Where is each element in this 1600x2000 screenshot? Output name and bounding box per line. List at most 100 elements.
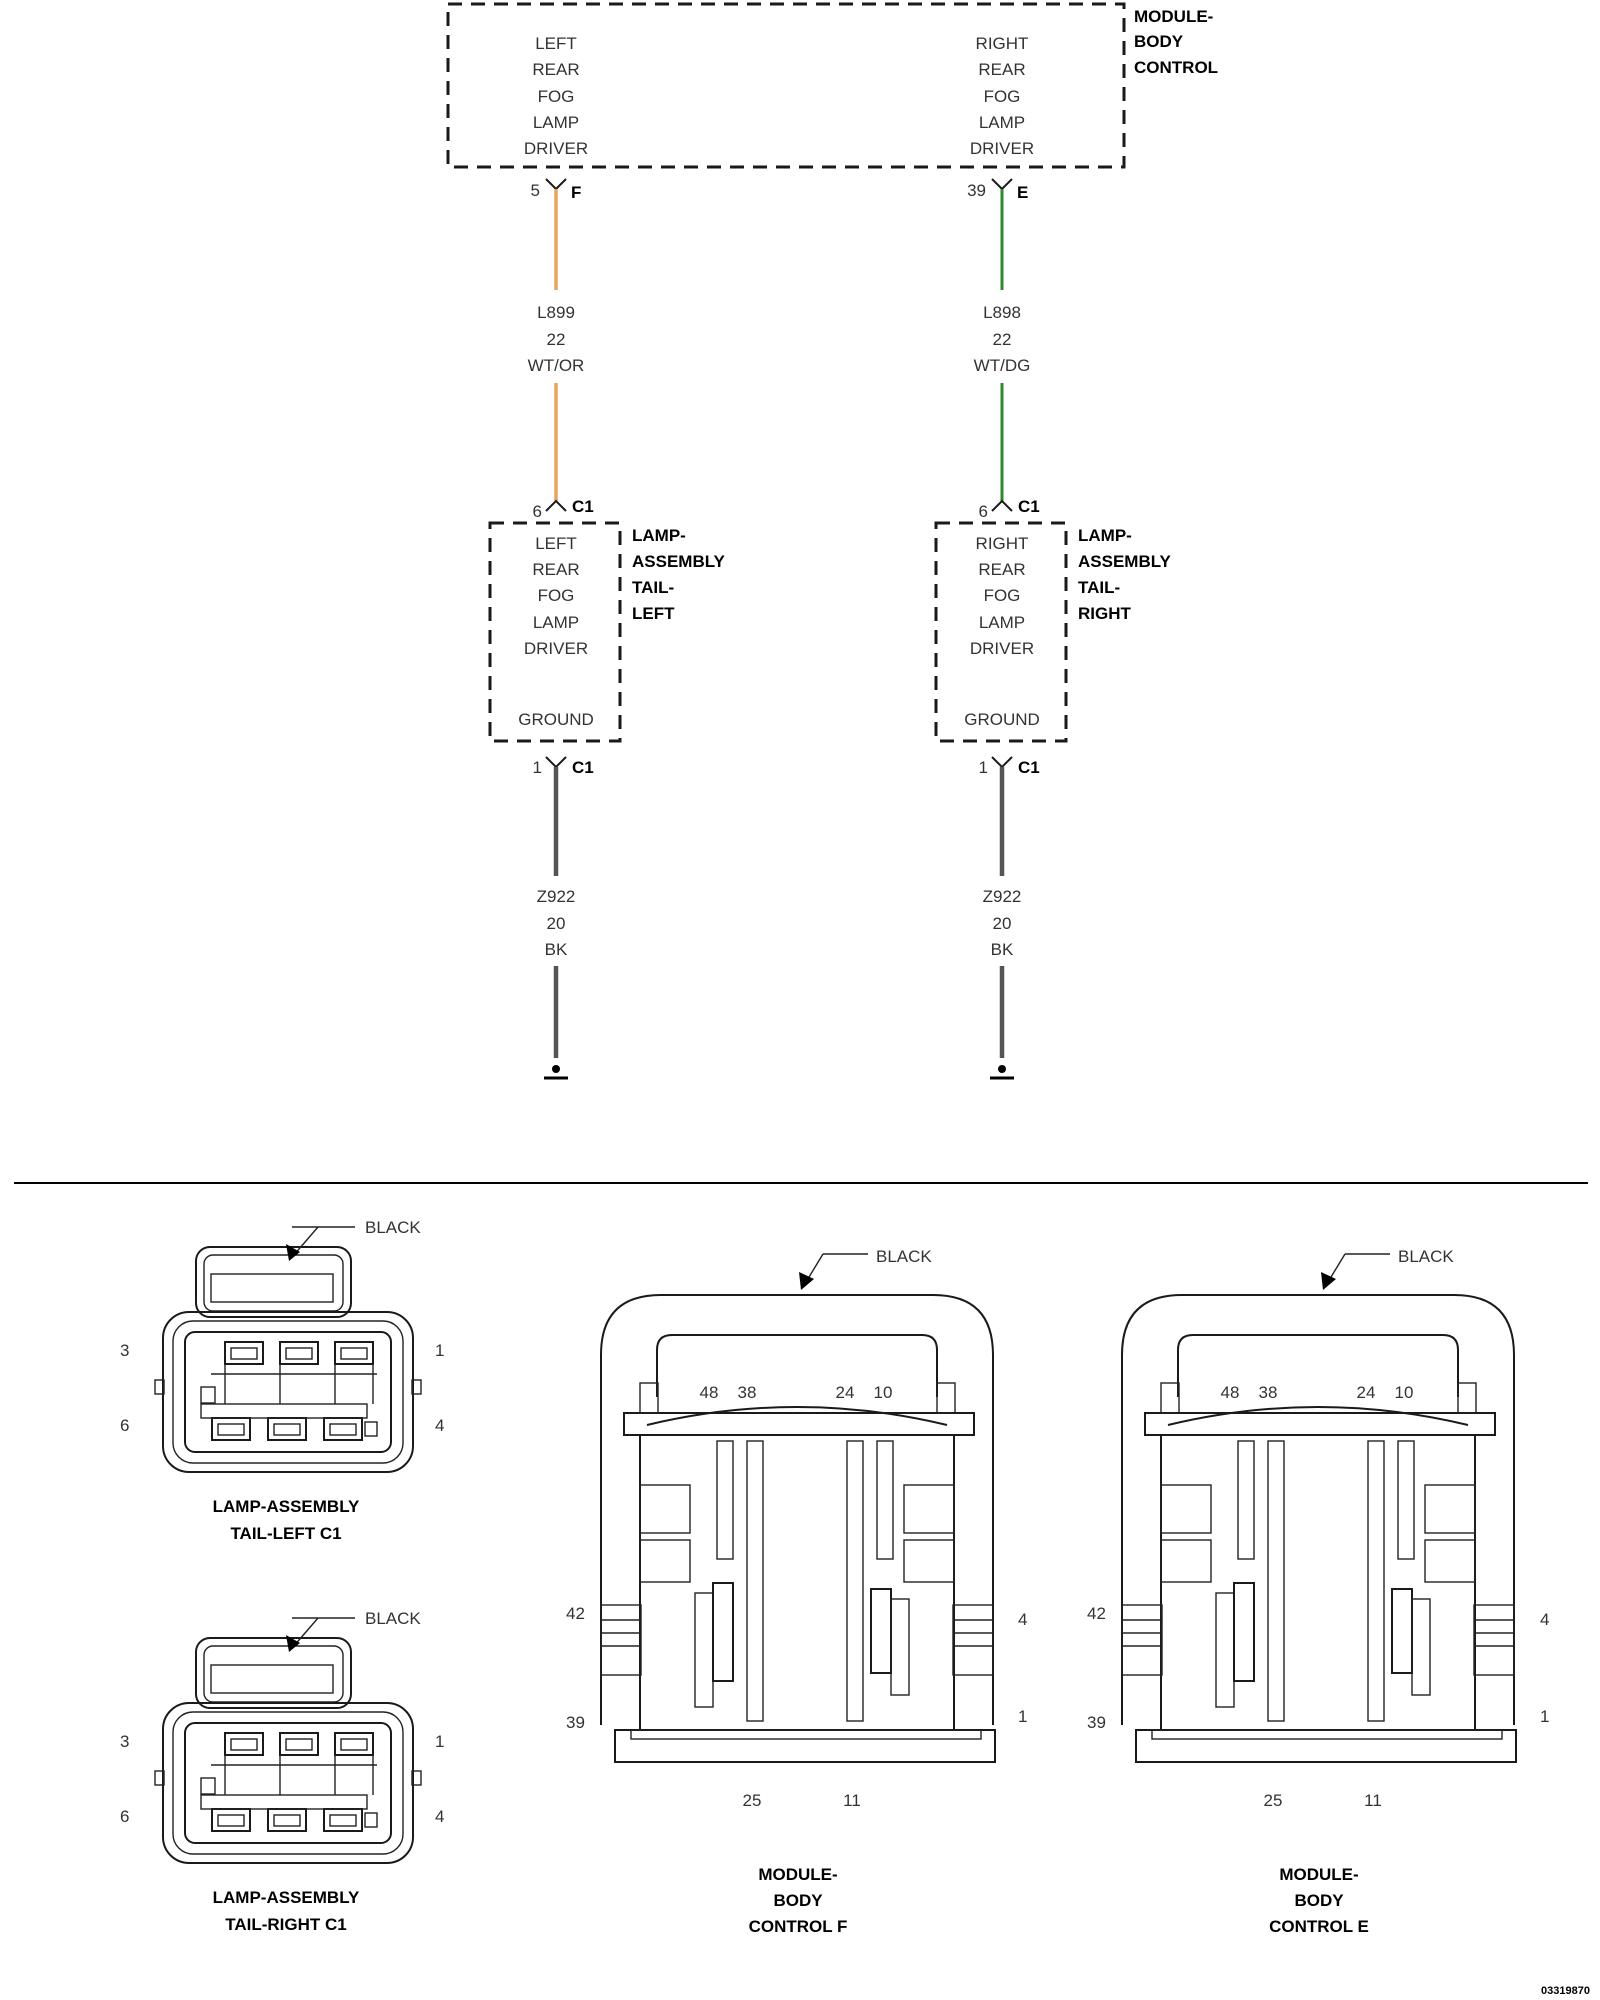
bcm-e-pin-4: 4	[1540, 1610, 1549, 1629]
lamp-right-fn-3: FOG	[984, 586, 1021, 605]
lamp-right-ground: GROUND	[964, 710, 1040, 729]
bcm-e-pin-42: 42	[1087, 1604, 1106, 1623]
lamp-left-outline	[488, 521, 622, 743]
lamp-left-fn-3: FOG	[538, 586, 575, 605]
left-lamp-in-pin: 6	[533, 502, 542, 521]
wire-z922-left-circuit: Z922	[537, 887, 576, 906]
right-feed-connector: E	[1017, 183, 1028, 202]
bcm-right-fn-4: LAMP	[979, 113, 1025, 132]
tail-right-pin-1: 1	[435, 1732, 444, 1751]
left-feed-pin: 5	[531, 181, 540, 200]
bcm-e-pin-24: 24	[1357, 1383, 1376, 1402]
ground-symbol-right	[990, 1065, 1014, 1080]
tail-left-caption-1: LAMP-ASSEMBLY	[213, 1497, 360, 1516]
lamp-right-name-3: TAIL-	[1078, 578, 1120, 597]
bcm-f-caption-3: CONTROL F	[749, 1917, 848, 1936]
right-feed-pin: 39	[967, 181, 986, 200]
tail-right-color-label: BLACK	[365, 1609, 421, 1628]
bcm-e-color-label: BLACK	[1398, 1247, 1454, 1266]
lamp-left-fn-2: REAR	[532, 560, 579, 579]
figure-id: 03319870	[1541, 1985, 1590, 1997]
bcm-e-pin-10: 10	[1395, 1383, 1414, 1402]
bcm-f-caption-1: MODULE-	[758, 1865, 837, 1884]
bcm-right-fn-1: RIGHT	[976, 34, 1029, 53]
bcm-e-pin-25: 25	[1264, 1791, 1283, 1810]
tail-left-color-label: BLACK	[365, 1218, 421, 1237]
wire-l899-gauge: 22	[547, 330, 566, 349]
left-ground-connector: C1	[572, 758, 594, 777]
wire-z922-right-gauge: 20	[993, 914, 1012, 933]
tail-left-caption-2: TAIL-LEFT C1	[230, 1524, 341, 1543]
lamp-left-fn-4: LAMP	[533, 613, 579, 632]
tail-right-pin-3: 3	[120, 1732, 129, 1751]
bcm-name-1: MODULE-	[1134, 7, 1213, 26]
bcm-e-pin-1: 1	[1540, 1707, 1549, 1726]
wire-l899-circuit: L899	[537, 303, 575, 322]
lamp-right-fn-4: LAMP	[979, 613, 1025, 632]
bcm-f-pin-24: 24	[836, 1383, 855, 1402]
left-lamp-in-pin-symbol	[545, 499, 567, 512]
bcm-f-pin-11: 11	[843, 1791, 861, 1810]
bcm-left-fn-4: LAMP	[533, 113, 579, 132]
bcm-f-pin-10: 10	[874, 1383, 893, 1402]
bcm-e-pin-11: 11	[1364, 1791, 1382, 1810]
bcm-e-pin-38: 38	[1259, 1383, 1278, 1402]
bcm-f-pin-48: 48	[700, 1383, 719, 1402]
right-ground-connector: C1	[1018, 758, 1040, 777]
ground-symbol-left	[544, 1065, 568, 1080]
lamp-right-name-4: RIGHT	[1078, 604, 1132, 623]
tail-left-pin-6: 6	[120, 1416, 129, 1435]
lamp-right-fn-2: REAR	[978, 560, 1025, 579]
lamp-right-name-2: ASSEMBLY	[1078, 552, 1172, 571]
bcm-e-caption-2: BODY	[1294, 1891, 1344, 1910]
bcm-left-fn-1: LEFT	[535, 34, 577, 53]
left-feed-pin-symbol	[545, 178, 567, 191]
lamp-left-fn-1: LEFT	[535, 534, 577, 553]
bcm-f-color-label: BLACK	[876, 1247, 932, 1266]
bcm-f-caption-2: BODY	[773, 1891, 823, 1910]
right-lamp-in-pin: 6	[979, 502, 988, 521]
right-feed-pin-symbol	[991, 178, 1013, 191]
lamp-left-name-4: LEFT	[632, 604, 675, 623]
lamp-left-name-3: TAIL-	[632, 578, 674, 597]
bcm-outline	[446, 2, 1126, 169]
connector-view-tail-left-c1: BLACK 3 6 1 4 LAMP-ASSEMBLY TAIL-LEFT C1	[120, 1218, 444, 1543]
lamp-left-ground: GROUND	[518, 710, 594, 729]
bcm-e-pin-39: 39	[1087, 1713, 1106, 1732]
bcm-f-pin-1: 1	[1018, 1707, 1027, 1726]
wire-z922-right-color: BK	[991, 940, 1014, 959]
lamp-left-name-1: LAMP-	[632, 526, 686, 545]
bcm-f-pin-4: 4	[1018, 1610, 1027, 1629]
tail-left-pin-4: 4	[435, 1416, 444, 1435]
lamp-left-name-2: ASSEMBLY	[632, 552, 726, 571]
bcm-left-fn-3: FOG	[538, 87, 575, 106]
bcm-left-fn-5: DRIVER	[524, 139, 588, 158]
bcm-f-pin-39: 39	[566, 1713, 585, 1732]
bcm-f-pin-38: 38	[738, 1383, 757, 1402]
left-ground-pin-symbol	[545, 756, 567, 769]
wire-l898-color: WT/DG	[974, 356, 1031, 375]
bcm-left-fn-2: REAR	[532, 60, 579, 79]
left-lamp-in-connector: C1	[572, 497, 594, 516]
tail-right-pin-6: 6	[120, 1807, 129, 1826]
connector-view-tail-right-c1: BLACK 3 6 1 4 LAMP-ASSEMBLY TAIL-RIGHT C…	[120, 1609, 444, 1934]
wire-l899-color: WT/OR	[528, 356, 585, 375]
bcm-e-caption-3: CONTROL E	[1269, 1917, 1369, 1936]
left-feed-connector: F	[571, 183, 581, 202]
connector-view-bcm-e: BLACK 48 38 24 10 42 39 4 1 25 11 MODULE…	[1087, 1247, 1549, 1936]
connector-view-bcm-f: BLACK 48 38 24 10 42 39 4 1 25 11 MODULE…	[566, 1247, 1027, 1936]
wire-z922-left-color: BK	[545, 940, 568, 959]
lamp-right-outline	[934, 521, 1068, 743]
lamp-left-fn-5: DRIVER	[524, 639, 588, 658]
tail-right-caption-1: LAMP-ASSEMBLY	[213, 1888, 360, 1907]
bcm-name-2: BODY	[1134, 32, 1184, 51]
right-lamp-in-connector: C1	[1018, 497, 1040, 516]
bcm-right-fn-5: DRIVER	[970, 139, 1034, 158]
right-lamp-in-pin-symbol	[991, 499, 1013, 512]
bcm-f-pin-42: 42	[566, 1604, 585, 1623]
bcm-f-pin-25: 25	[743, 1791, 762, 1810]
tail-left-pin-1: 1	[435, 1341, 444, 1360]
wire-z922-left-gauge: 20	[547, 914, 566, 933]
wire-z922-right-circuit: Z922	[983, 887, 1022, 906]
